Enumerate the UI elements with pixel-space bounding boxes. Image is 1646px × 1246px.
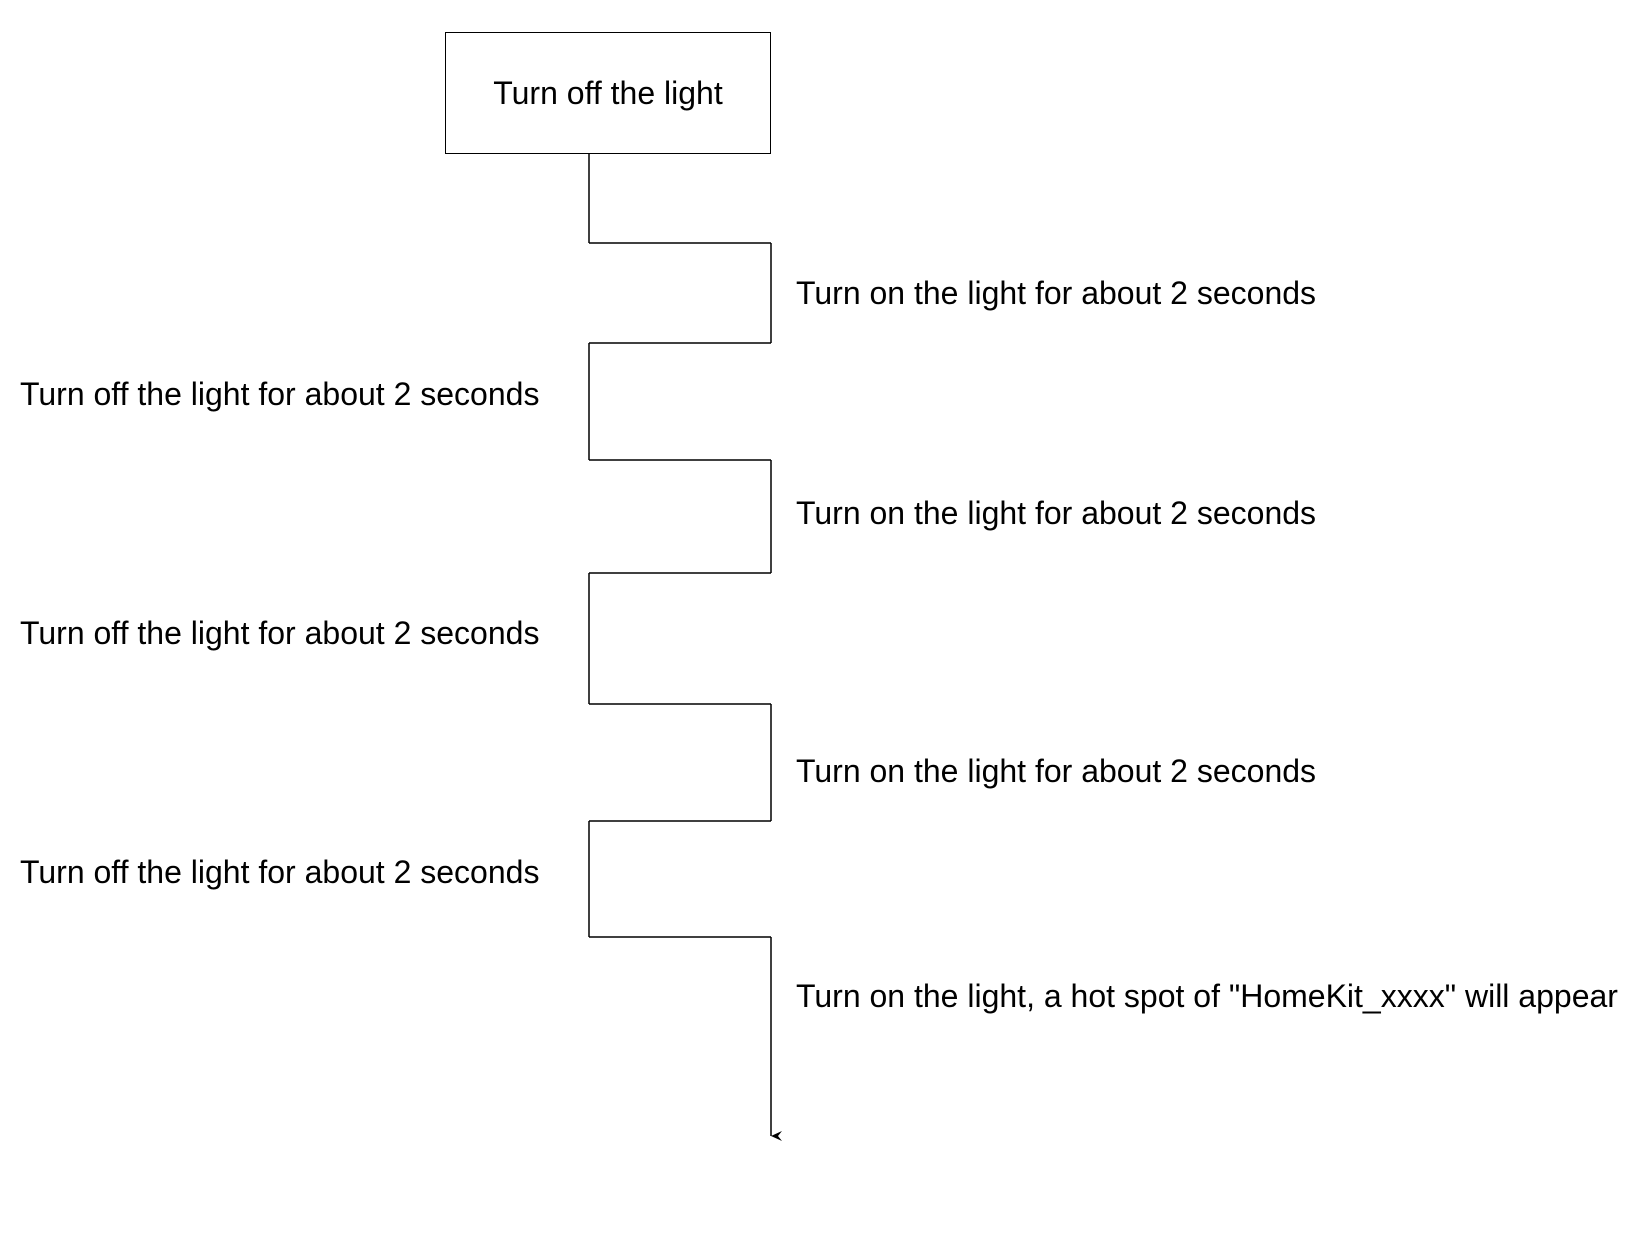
start-box-label: Turn off the light xyxy=(493,74,723,111)
step-label-2: Turn off the light for about 2 seconds xyxy=(20,376,540,412)
step-label-1: Turn on the light for about 2 seconds xyxy=(796,275,1317,311)
step-label-7: Turn on the light, a hot spot of "HomeKi… xyxy=(796,978,1618,1014)
step-label-6: Turn off the light for about 2 seconds xyxy=(20,854,540,890)
step-label-4: Turn off the light for about 2 seconds xyxy=(20,615,540,651)
step-label-5: Turn on the light for about 2 seconds xyxy=(796,753,1317,789)
step-label-3: Turn on the light for about 2 seconds xyxy=(796,495,1317,531)
start-box: Turn off the light xyxy=(445,32,771,154)
